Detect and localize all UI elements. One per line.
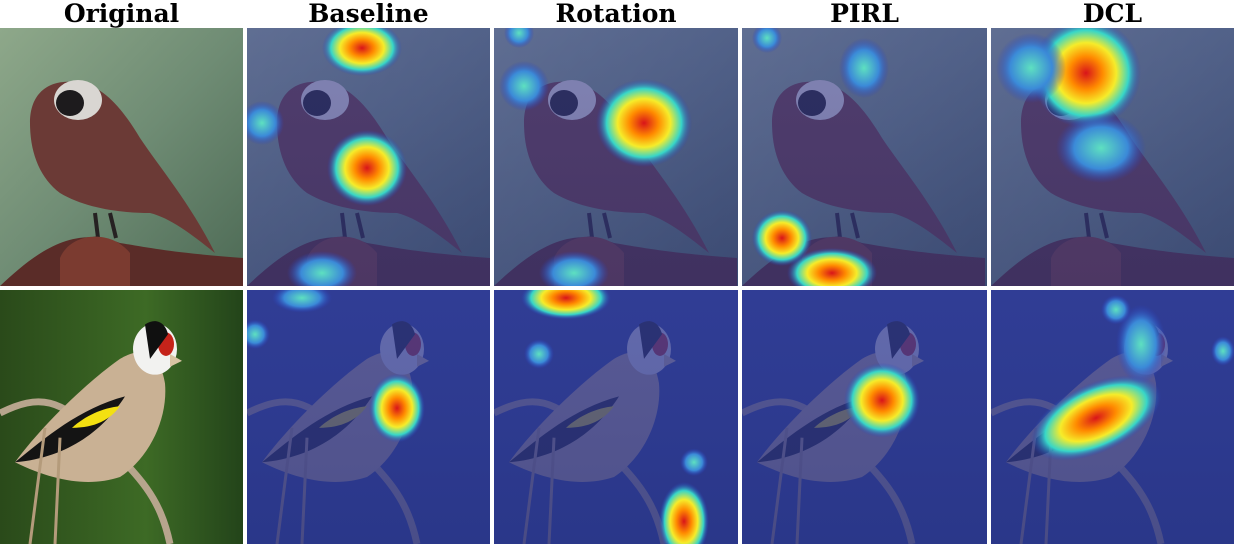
- heatmap-pirl-row1: [742, 28, 987, 286]
- header-dcl: DCL: [1082, 0, 1143, 28]
- heatmap-pirl-row2: [742, 290, 987, 544]
- heatmap-baseline-row2: [247, 290, 490, 544]
- header-baseline: Baseline: [308, 0, 429, 28]
- heatmap-dcl-row2: [991, 290, 1234, 544]
- header-rotation: Rotation: [555, 0, 677, 28]
- results-grid: [0, 28, 1234, 544]
- image-original-row2: [0, 290, 243, 544]
- heatmap-baseline-row1: [247, 28, 490, 286]
- heatmap-dcl-row1: [991, 28, 1234, 286]
- header-pirl: PIRL: [830, 0, 899, 28]
- image-original-row1: [0, 28, 243, 286]
- column-headers: Original Baseline Rotation PIRL DCL: [0, 0, 1234, 28]
- heatmap-rotation-row1: [494, 28, 738, 286]
- heatmap-rotation-row2: [494, 290, 738, 544]
- header-original: Original: [63, 0, 180, 28]
